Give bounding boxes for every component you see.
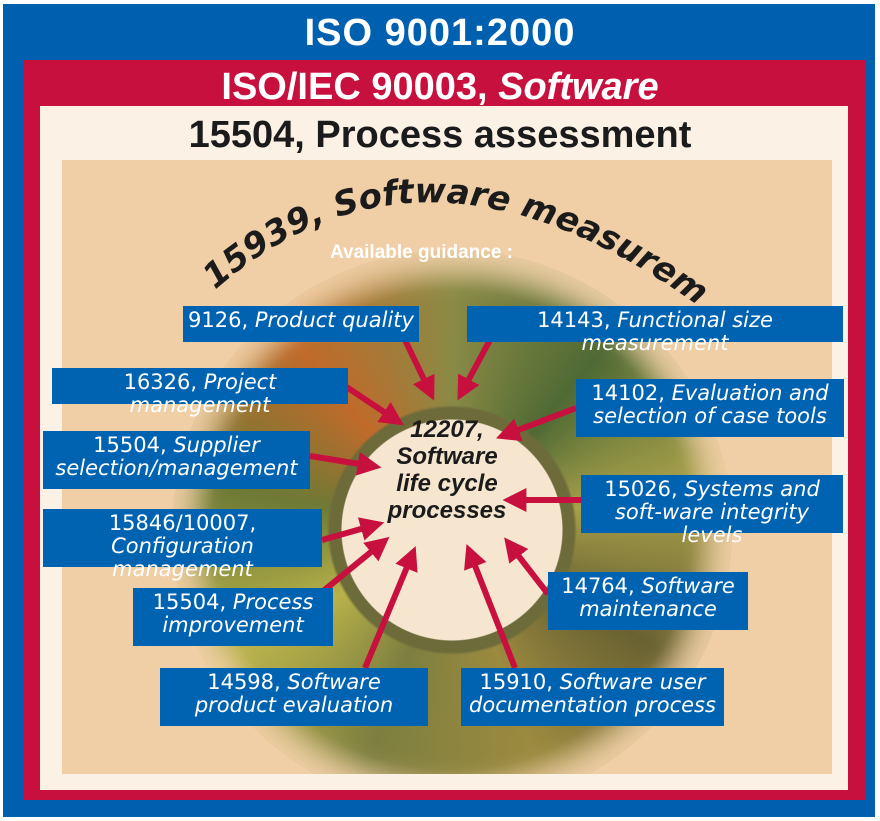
box-14143: 14143, Functional size measurement [467, 306, 843, 355]
center-12207: 12207, Software life cycle processes [372, 416, 522, 524]
arrow-config [321, 517, 385, 543]
title-iso-90003: ISO/IEC 90003, Software [0, 66, 880, 109]
box-15910: 15910, Software user documentation proce… [461, 668, 724, 726]
box-9126: 9126, Product quality [183, 306, 419, 342]
box-15846: 15846/10007,Configuration management [43, 509, 322, 581]
center-line-1: 12207, [410, 416, 484, 443]
box-14102: 14102, Evaluation and selection of case … [576, 379, 844, 437]
arrow-14598 [362, 546, 418, 670]
arc-title-text: 15939, Software measurement [0, 0, 716, 313]
center-line-2: Software [396, 443, 498, 470]
arrow-9126 [402, 338, 435, 401]
arrow-16326 [343, 383, 404, 426]
box-15504-supplier: 15504, Supplier selection/management [43, 431, 310, 489]
title-iso-90003-number: ISO/IEC 90003, [221, 66, 499, 108]
box-14598: 14598, Software product evaluation [160, 668, 428, 726]
arrow-14102 [496, 405, 578, 442]
box-15504-process-improvement: 15504, Process improvement [133, 588, 333, 646]
box-14764: 14764, Software maintenance [548, 572, 748, 630]
box-15026: 15026, Systems and soft-ware integrity l… [581, 475, 843, 547]
arrow-15910 [464, 544, 518, 670]
arc-title-15939: 15939, Software measurement [0, 0, 716, 313]
arrow-supplier [309, 451, 382, 476]
available-guidance-label: Available guidance : [330, 242, 514, 263]
title-iso-9001: ISO 9001:2000 [304, 12, 576, 54]
box-16326: 16326, Project management [52, 368, 348, 417]
arrow-14764 [504, 537, 551, 596]
center-line-4: processes [387, 497, 507, 524]
title-iso-15504: 15504, Process assessment [188, 114, 692, 156]
arrow-process-improvement [320, 536, 390, 595]
title-iso-90003-italic: Software [498, 66, 659, 108]
center-line-3: life cycle [396, 470, 498, 497]
arrow-14143 [457, 338, 493, 401]
